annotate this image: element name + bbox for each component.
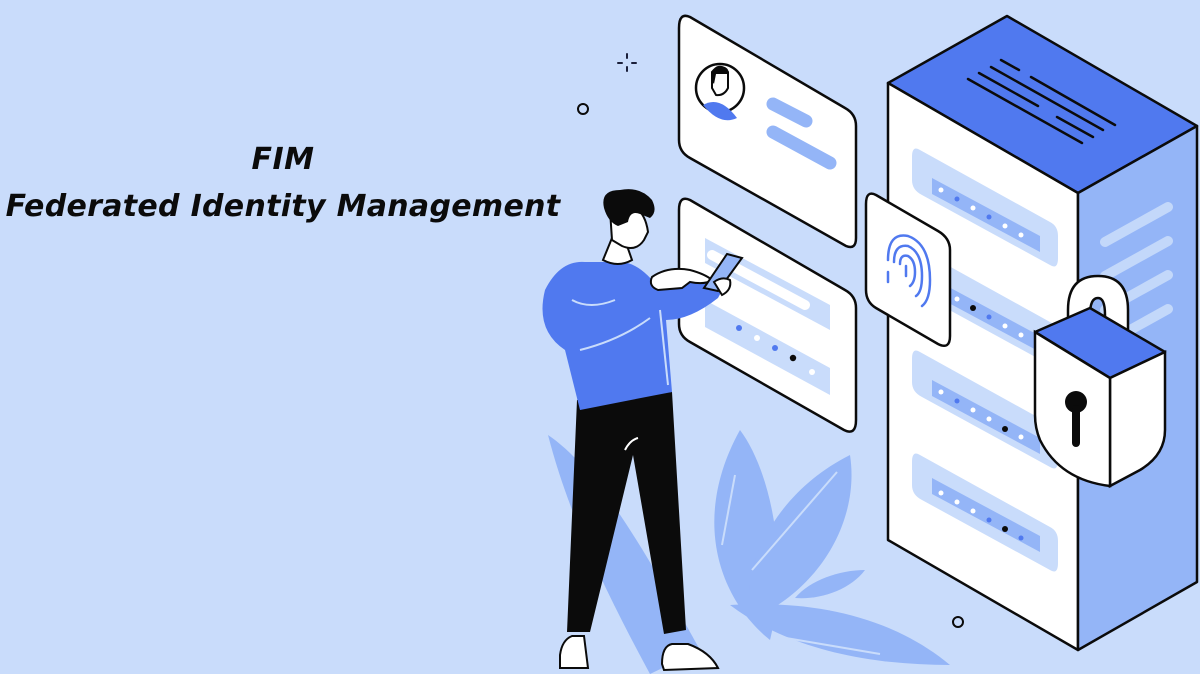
sparkle-icon — [617, 53, 637, 72]
server-slot — [912, 350, 1058, 469]
server-tower — [886, 14, 1199, 652]
profile-card — [677, 14, 858, 249]
padlock-icon — [1033, 274, 1167, 489]
title-block: FIM Federated Identity Management — [0, 138, 566, 232]
fingerprint-icon — [886, 234, 932, 308]
title-full: Federated Identity Management — [5, 189, 561, 224]
small-circle-icon — [952, 616, 964, 628]
server-slot — [912, 453, 1058, 572]
person-with-phone — [542, 189, 744, 672]
fingerprint-card — [864, 192, 952, 347]
small-circle-icon — [577, 103, 589, 115]
server-slot — [912, 148, 1058, 267]
title-abbreviation: FIM — [251, 142, 315, 177]
